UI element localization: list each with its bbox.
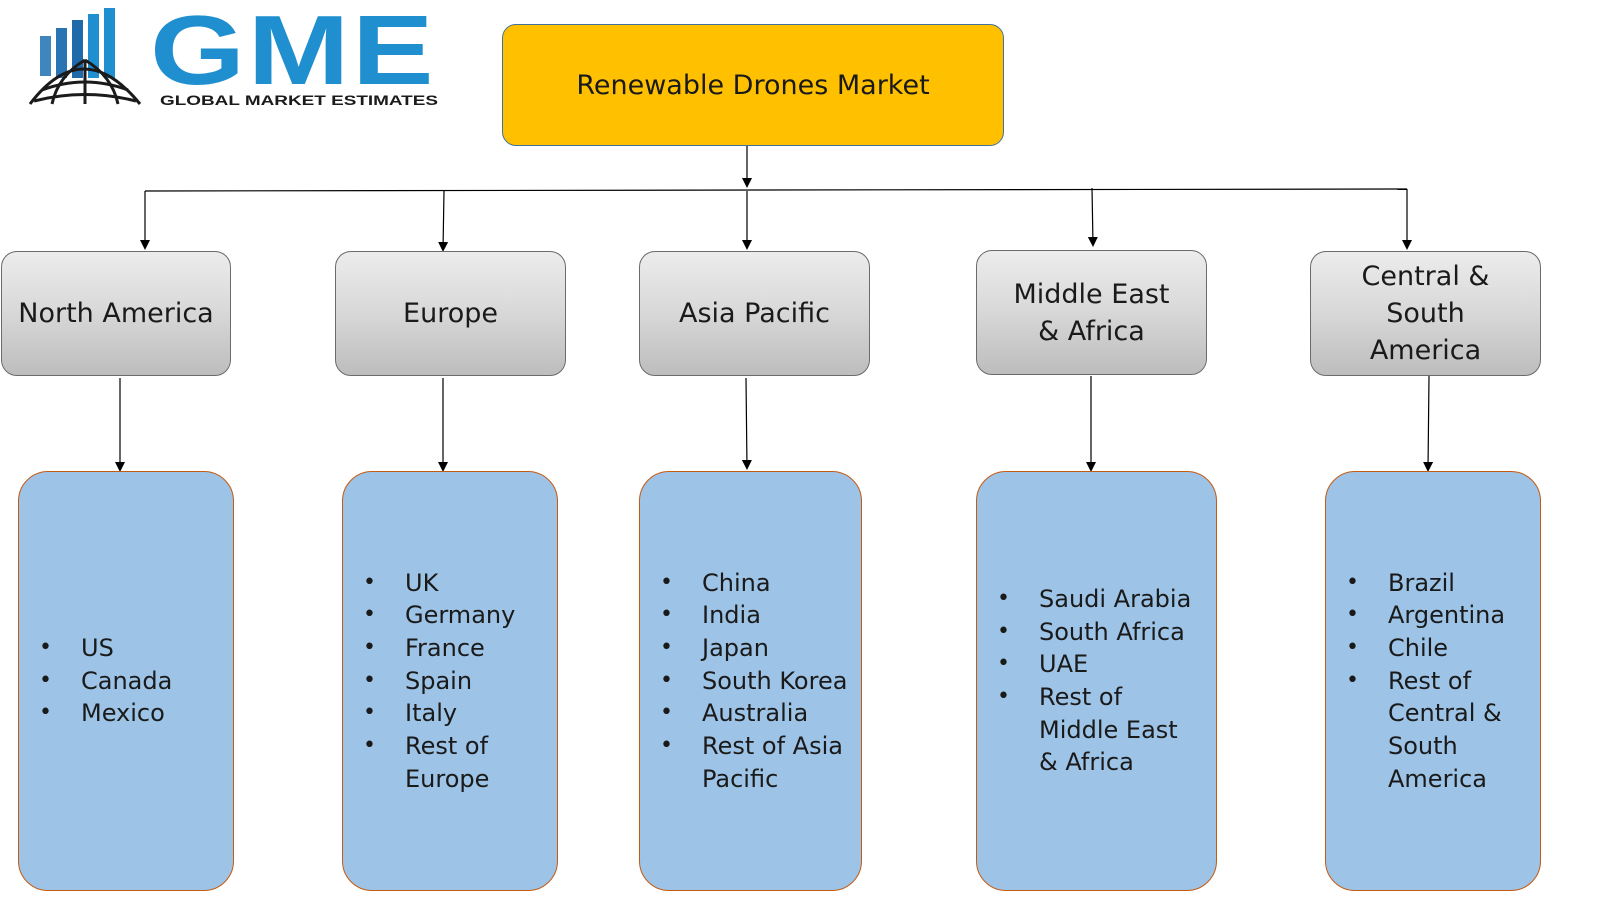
list-item: UK xyxy=(343,567,543,600)
link-central-south-america xyxy=(1423,375,1434,472)
list-item: South Korea xyxy=(640,665,850,698)
countries-central-south-america: Brazil Argentina Chile Rest of Central &… xyxy=(1325,471,1541,891)
list-item: Mexico xyxy=(19,697,172,730)
countries-asia-pacific: China India Japan South Korea Australia … xyxy=(639,471,862,891)
list-item: China xyxy=(640,567,850,600)
region-label: North America xyxy=(18,298,214,329)
logo-globe-icon xyxy=(28,58,142,105)
list-item: Rest of Europe xyxy=(343,730,543,795)
logo-bars-icon xyxy=(40,8,115,78)
list-item: Rest of Asia Pacific xyxy=(640,730,850,795)
region-north-america: North America xyxy=(1,251,231,376)
country-list: UK Germany France Spain Italy Rest of Eu… xyxy=(343,567,543,796)
gme-logo: GME GLOBAL MARKET ESTIMATES xyxy=(28,0,448,114)
list-item: France xyxy=(343,632,543,665)
list-item: Brazil xyxy=(1326,567,1506,600)
distribution-bar xyxy=(144,188,1408,192)
list-item: India xyxy=(640,599,850,632)
link-asia-pacific xyxy=(741,377,752,470)
list-item: Spain xyxy=(343,665,543,698)
region-label: Central & South America xyxy=(1361,261,1490,366)
drop-middle-east-africa xyxy=(1087,187,1098,247)
list-item: UAE xyxy=(977,648,1199,681)
list-item: US xyxy=(19,632,172,665)
list-item: Rest of Middle East & Africa xyxy=(977,681,1199,779)
logo-mark: GME xyxy=(150,4,436,105)
region-label: Asia Pacific xyxy=(679,298,830,329)
country-list: US Canada Mexico xyxy=(19,632,172,730)
list-item: Saudi Arabia xyxy=(977,583,1199,616)
countries-middle-east-africa: Saudi Arabia South Africa UAE Rest of Mi… xyxy=(976,471,1217,891)
region-central-south-america: Central & South America xyxy=(1310,251,1541,376)
country-list: Brazil Argentina Chile Rest of Central &… xyxy=(1326,567,1506,796)
country-list: China India Japan South Korea Australia … xyxy=(640,567,850,796)
list-item: Chile xyxy=(1326,632,1506,665)
countries-north-america: US Canada Mexico xyxy=(18,471,234,891)
list-item: Rest of Central & South America xyxy=(1326,665,1506,796)
region-europe: Europe xyxy=(335,251,566,376)
root-node: Renewable Drones Market xyxy=(502,24,1004,146)
list-item: South Africa xyxy=(977,616,1199,649)
list-item: Italy xyxy=(343,697,543,730)
list-item: Australia xyxy=(640,697,850,730)
list-item: Argentina xyxy=(1326,599,1506,632)
region-middle-east-africa: Middle East & Africa xyxy=(976,250,1207,375)
list-item: Germany xyxy=(343,599,543,632)
list-item: Japan xyxy=(640,632,850,665)
drop-europe xyxy=(438,190,449,252)
region-asia-pacific: Asia Pacific xyxy=(639,251,870,376)
countries-europe: UK Germany France Spain Italy Rest of Eu… xyxy=(342,471,558,891)
root-label: Renewable Drones Market xyxy=(576,69,930,101)
country-list: Saudi Arabia South Africa UAE Rest of Mi… xyxy=(977,583,1199,779)
list-item: Canada xyxy=(19,665,172,698)
region-label: Middle East & Africa xyxy=(1013,278,1170,347)
region-label: Europe xyxy=(403,298,498,329)
logo-tagline: GLOBAL MARKET ESTIMATES xyxy=(160,93,438,108)
